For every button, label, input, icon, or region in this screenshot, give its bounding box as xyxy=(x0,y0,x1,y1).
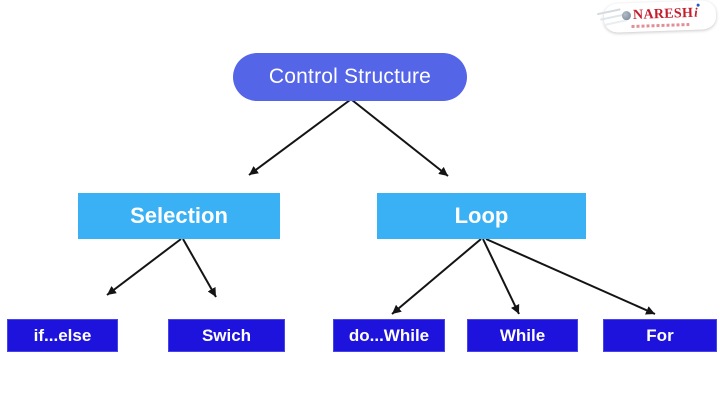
node-selection: Selection xyxy=(78,193,280,239)
node-do-while: do...While xyxy=(333,319,445,352)
node-control-structure: Control Structure xyxy=(233,53,467,101)
arrow-root-to-selection xyxy=(248,99,351,176)
arrow-selection-to-ifelse xyxy=(106,238,182,296)
arrow-loop-to-for xyxy=(485,238,656,315)
node-if-else: if...else xyxy=(7,319,118,352)
arrow-loop-to-dowhile xyxy=(391,238,482,315)
arrow-root-to-loop xyxy=(351,99,449,177)
arrow-selection-to-swich xyxy=(182,238,217,298)
node-swich: Swich xyxy=(168,319,285,352)
logo-i-text: i xyxy=(693,4,699,20)
node-loop: Loop xyxy=(377,193,586,239)
logo-brand-text: NARESH xyxy=(632,5,694,23)
logo-tagline xyxy=(631,22,690,28)
logo-row: NARESH i xyxy=(621,4,699,23)
node-for: For xyxy=(603,319,717,352)
node-while: While xyxy=(467,319,578,352)
arrow-loop-to-while xyxy=(482,238,520,315)
logo-mark-icon xyxy=(621,10,632,20)
naresh-logo: NARESH i xyxy=(603,0,717,33)
